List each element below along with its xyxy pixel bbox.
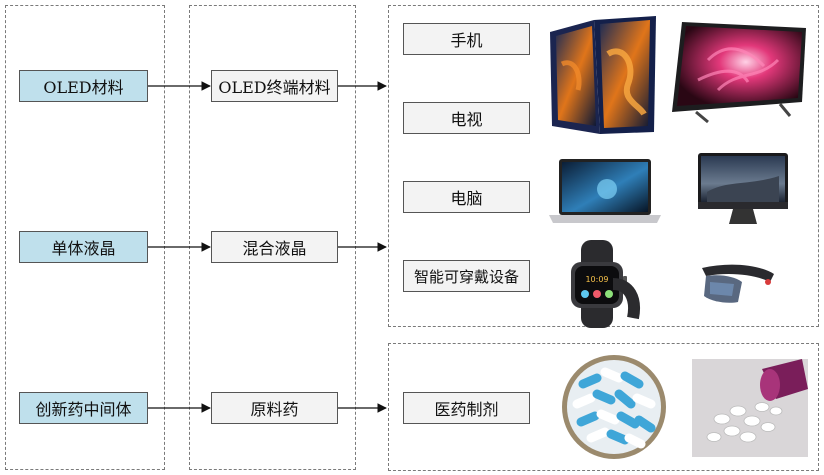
pharma-preparation-box: 医药制剂 [403,392,530,424]
monomer-liquid-crystal-box: 单体液晶 [19,231,148,263]
oled-terminal-material-box: OLED终端材料 [211,70,338,102]
api-box: 原料药 [211,392,338,424]
column-1-group [5,5,165,470]
wearable-box: 智能可穿戴设备 [403,260,530,292]
smartwatch-icon: 10:09 [571,240,640,328]
mixed-liquid-crystal-box: 混合液晶 [211,231,338,263]
tv-box: 电视 [403,102,530,134]
laptop-icon [549,159,661,223]
desktop-computer-icon [698,153,788,224]
drug-intermediate-box: 创新药中间体 [19,392,148,424]
foldable-phone-icon [550,16,656,134]
computer-box: 电脑 [403,181,530,213]
ar-headset-icon [702,264,774,303]
television-icon [672,22,806,124]
oled-material-box: OLED材料 [19,70,148,102]
pill-bottle-tablets-icon [692,359,808,457]
capsules-icon [562,355,666,459]
phone-box: 手机 [403,23,530,55]
svg-text:10:09: 10:09 [585,275,608,284]
column-2-group [189,5,356,470]
pharma-products-group [388,343,819,471]
